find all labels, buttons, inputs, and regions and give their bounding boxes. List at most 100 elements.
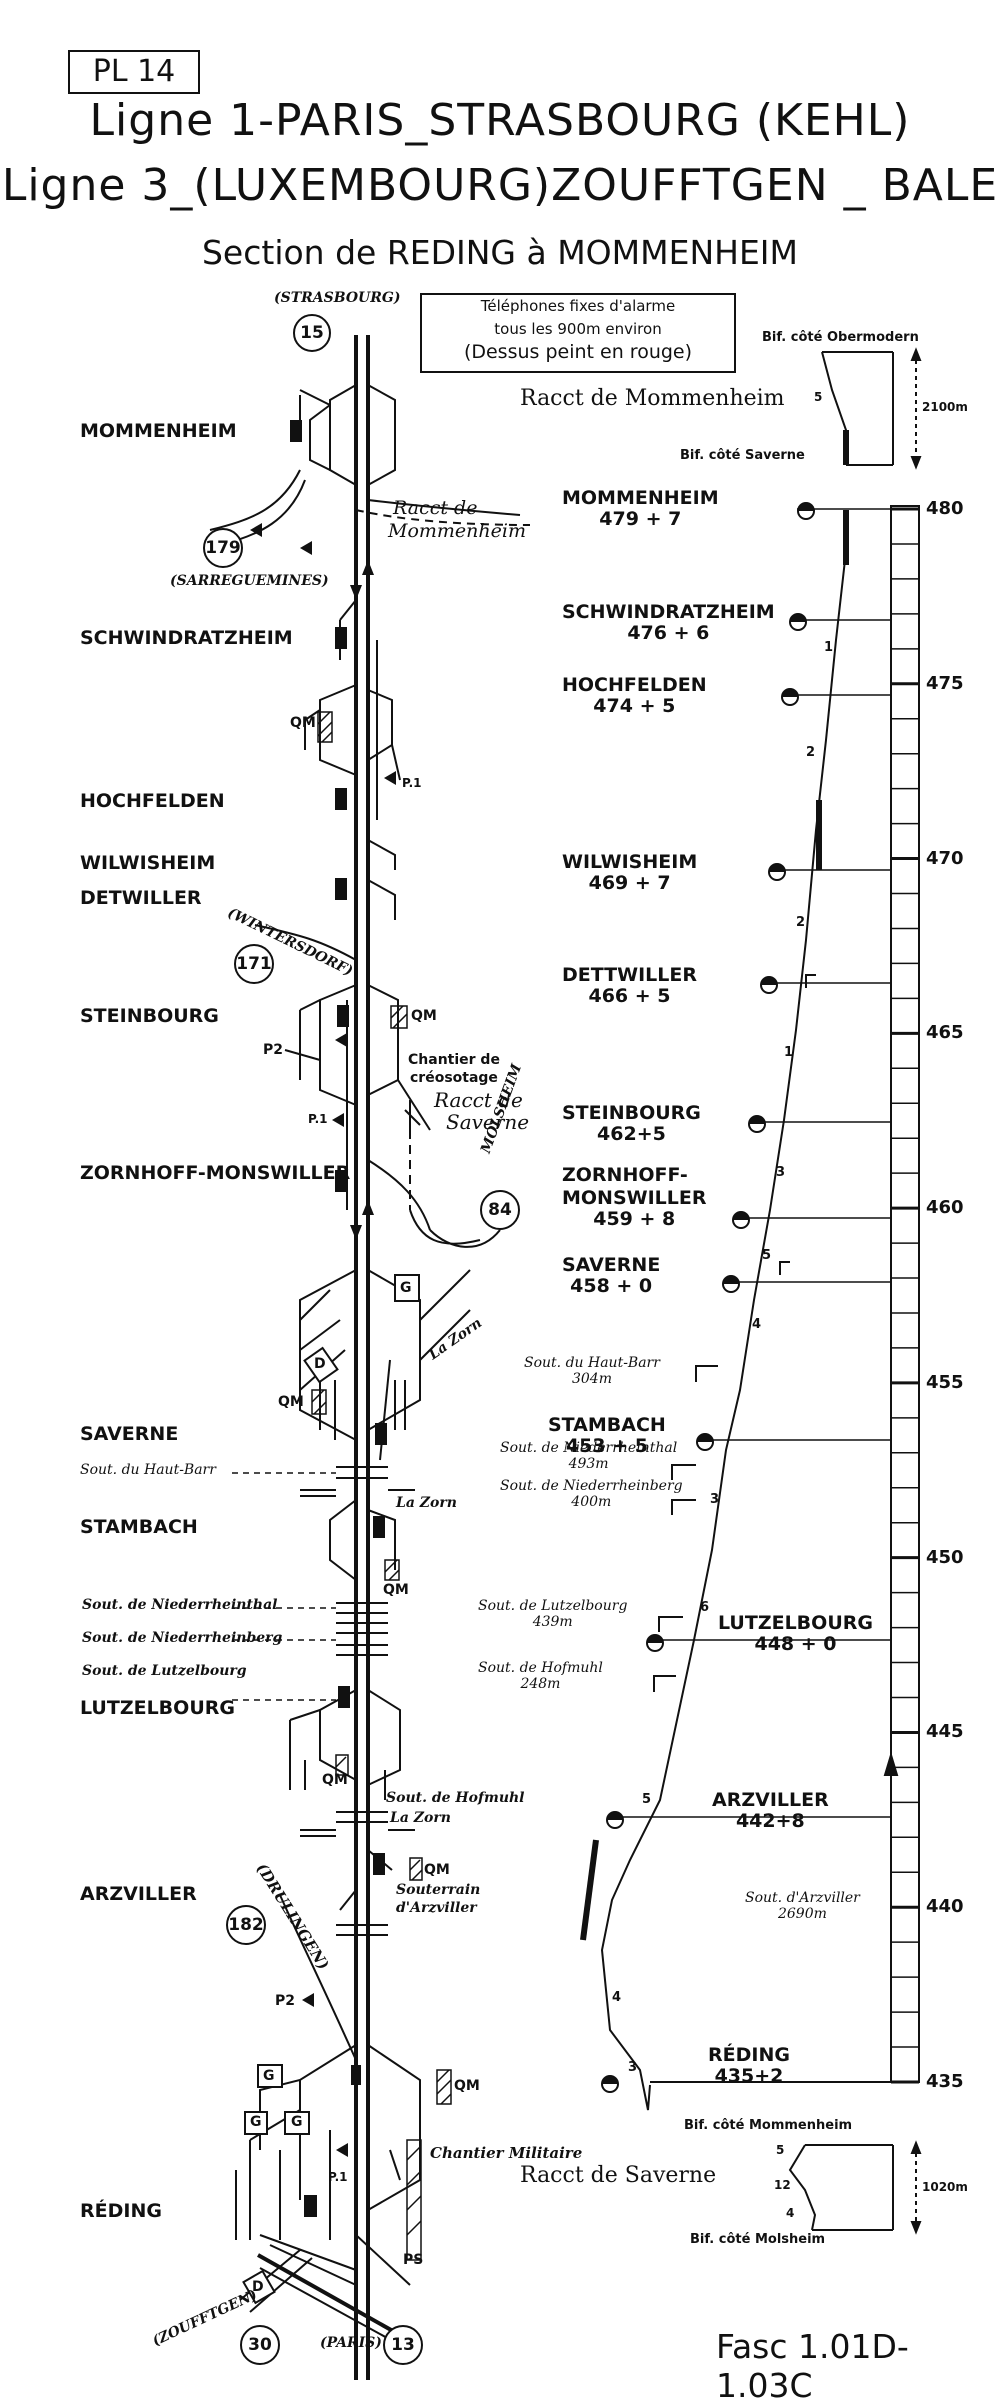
signal-markers [250,523,396,2157]
profile-station-pk: 469 + 7 [588,872,671,894]
racc-sav-bottom: Bif. côté Molsheim [690,2232,826,2247]
gradient-value: 3 [710,1492,720,1507]
qm-label-stambach: QM [383,1582,409,1598]
tunnel-leaders [232,1472,336,1701]
goods-shed-g-reding-3: G [291,2114,303,2130]
racc-sav-grade-a: 5 [776,2143,785,2157]
goods-sheds [242,1274,420,2305]
profile-station-name: MONSWILLER [562,1187,707,1209]
tunnel-length: 2690m [777,1906,827,1922]
qm-label-lutzelbourg: QM [322,1772,348,1788]
route-circle-171: 171 [234,944,274,984]
left-station-lutzelbourg: LUTZELBOURG [80,1697,235,1719]
gradient-value: 1 [824,640,834,655]
tunnel-name: Sout. du Haut-Barr [524,1355,660,1371]
tunnel-name: Sout. de Hofmuhl [478,1660,603,1676]
gradient-profile [600,559,891,2111]
tunnel-length: 304m [571,1371,612,1387]
p2-label-reding: P2 [275,1993,296,2009]
km-label: 455 [926,1371,964,1393]
p1-label-reding: P.1 [328,2170,348,2184]
left-station-mommenheim: MOMMENHEIM [80,420,237,442]
profile-station-name: ZORNHOFF- [562,1164,688,1186]
profile-station-pk: 442+8 [735,1810,805,1832]
profile-station-label: ZORNHOFF- [562,1165,688,1186]
racc-mom-title: Racct de Mommenheim [520,386,785,411]
sout-niederrheinberg-left: Sout. de Niederrheinberg [82,1630,283,1646]
racc-sav-length: 1020m [922,2180,968,2194]
left-station-zornhoff-monswiller: ZORNHOFF-MONSWILLER [80,1162,351,1184]
title-line-3: Ligne 3_(LUXEMBOURG)ZOUFFTGEN _ BALE [1,160,999,211]
alarm-line-3: (Dessus peint en rouge) [463,341,693,363]
tunnel-length: 439m [532,1614,573,1630]
racc-mommenheim-label-2: Mommenheim [388,520,526,542]
profile-station-pk: 459 + 8 [593,1208,676,1230]
goods-shed-g-saverne: G [400,1280,412,1296]
tunnel-length: 400m [571,1494,612,1510]
racc-sav-grade-b: 12 [774,2178,791,2192]
profile-station-name: ARZVILLER [712,1789,829,1811]
station-marker [797,502,815,520]
souterrain-arzviller-2: d'Arzviller [396,1900,477,1916]
gradient-value: 5 [642,1792,652,1807]
racc-saverne-label-1: Racct de [434,1088,523,1112]
route-circle-13: 13 [383,2325,423,2365]
route-circle-15: 15 [293,314,331,352]
qm-blocks [311,711,452,2261]
la-zorn-label-3: La Zorn [390,1810,451,1826]
direction-arrows [350,560,374,1240]
gradient-value: 2 [796,915,806,930]
goods-shed-g-reding-2: G [250,2114,262,2130]
goods-shed-d-saverne: D [314,1356,326,1372]
racc-sav-title: Racct de Saverne [520,2163,717,2188]
profile-station-name: MOMMENHEIM [562,487,719,509]
alarm-line-2: tous les 900m environ [494,320,662,338]
left-station-hochfelden: HOCHFELDEN [80,790,225,812]
profile-station-pk: 462+5 [597,1123,666,1145]
gradient-value: 5 [762,1248,772,1263]
alarm-telephone-note: Téléphones fixes d'alarme tous les 900m … [420,293,736,373]
km-label: 450 [926,1546,964,1568]
station-marker [601,2075,619,2093]
station-marker [781,688,799,706]
title-line-1: Ligne 1-PARIS_STRASBOURG (KEHL) [89,95,911,146]
route-circle-30: 30 [240,2325,280,2365]
km-arrow [883,1751,899,1815]
station-marker [768,863,786,881]
profile-station-name: STAMBACH [548,1414,666,1436]
racc-saverne-profile [788,2140,922,2235]
profile-station-name: SCHWINDRATZHEIM [562,601,775,623]
gradient-value: 6 [700,1600,710,1615]
km-label: 470 [926,847,964,869]
station-buildings [290,420,387,2217]
left-station-reding: RÉDING [80,2200,162,2222]
profile-tunnels [653,974,816,1692]
sout-haut-barr-left: Sout. du Haut-Barr [80,1462,216,1478]
left-station-wilwisheim: WILWISHEIM [80,852,216,874]
station-marker [760,976,778,994]
gradient-value: 3 [628,2060,638,2075]
qm-label-arzviller: QM [424,1862,450,1878]
profile-station-name: SAVERNE [562,1254,661,1276]
racc-sav-grade-c: 4 [786,2206,795,2220]
route-circle-179: 179 [203,528,243,568]
station-marker [646,1634,664,1652]
chantier-creosotage-1: Chantier de [408,1052,500,1068]
tunnel-name: Sout. de Niederrheinthal [500,1440,678,1456]
km-label: 465 [926,1022,964,1044]
profile-station-markers [601,502,815,2093]
ps-label: PS [403,2252,424,2268]
left-station-stambach: STAMBACH [80,1516,198,1538]
